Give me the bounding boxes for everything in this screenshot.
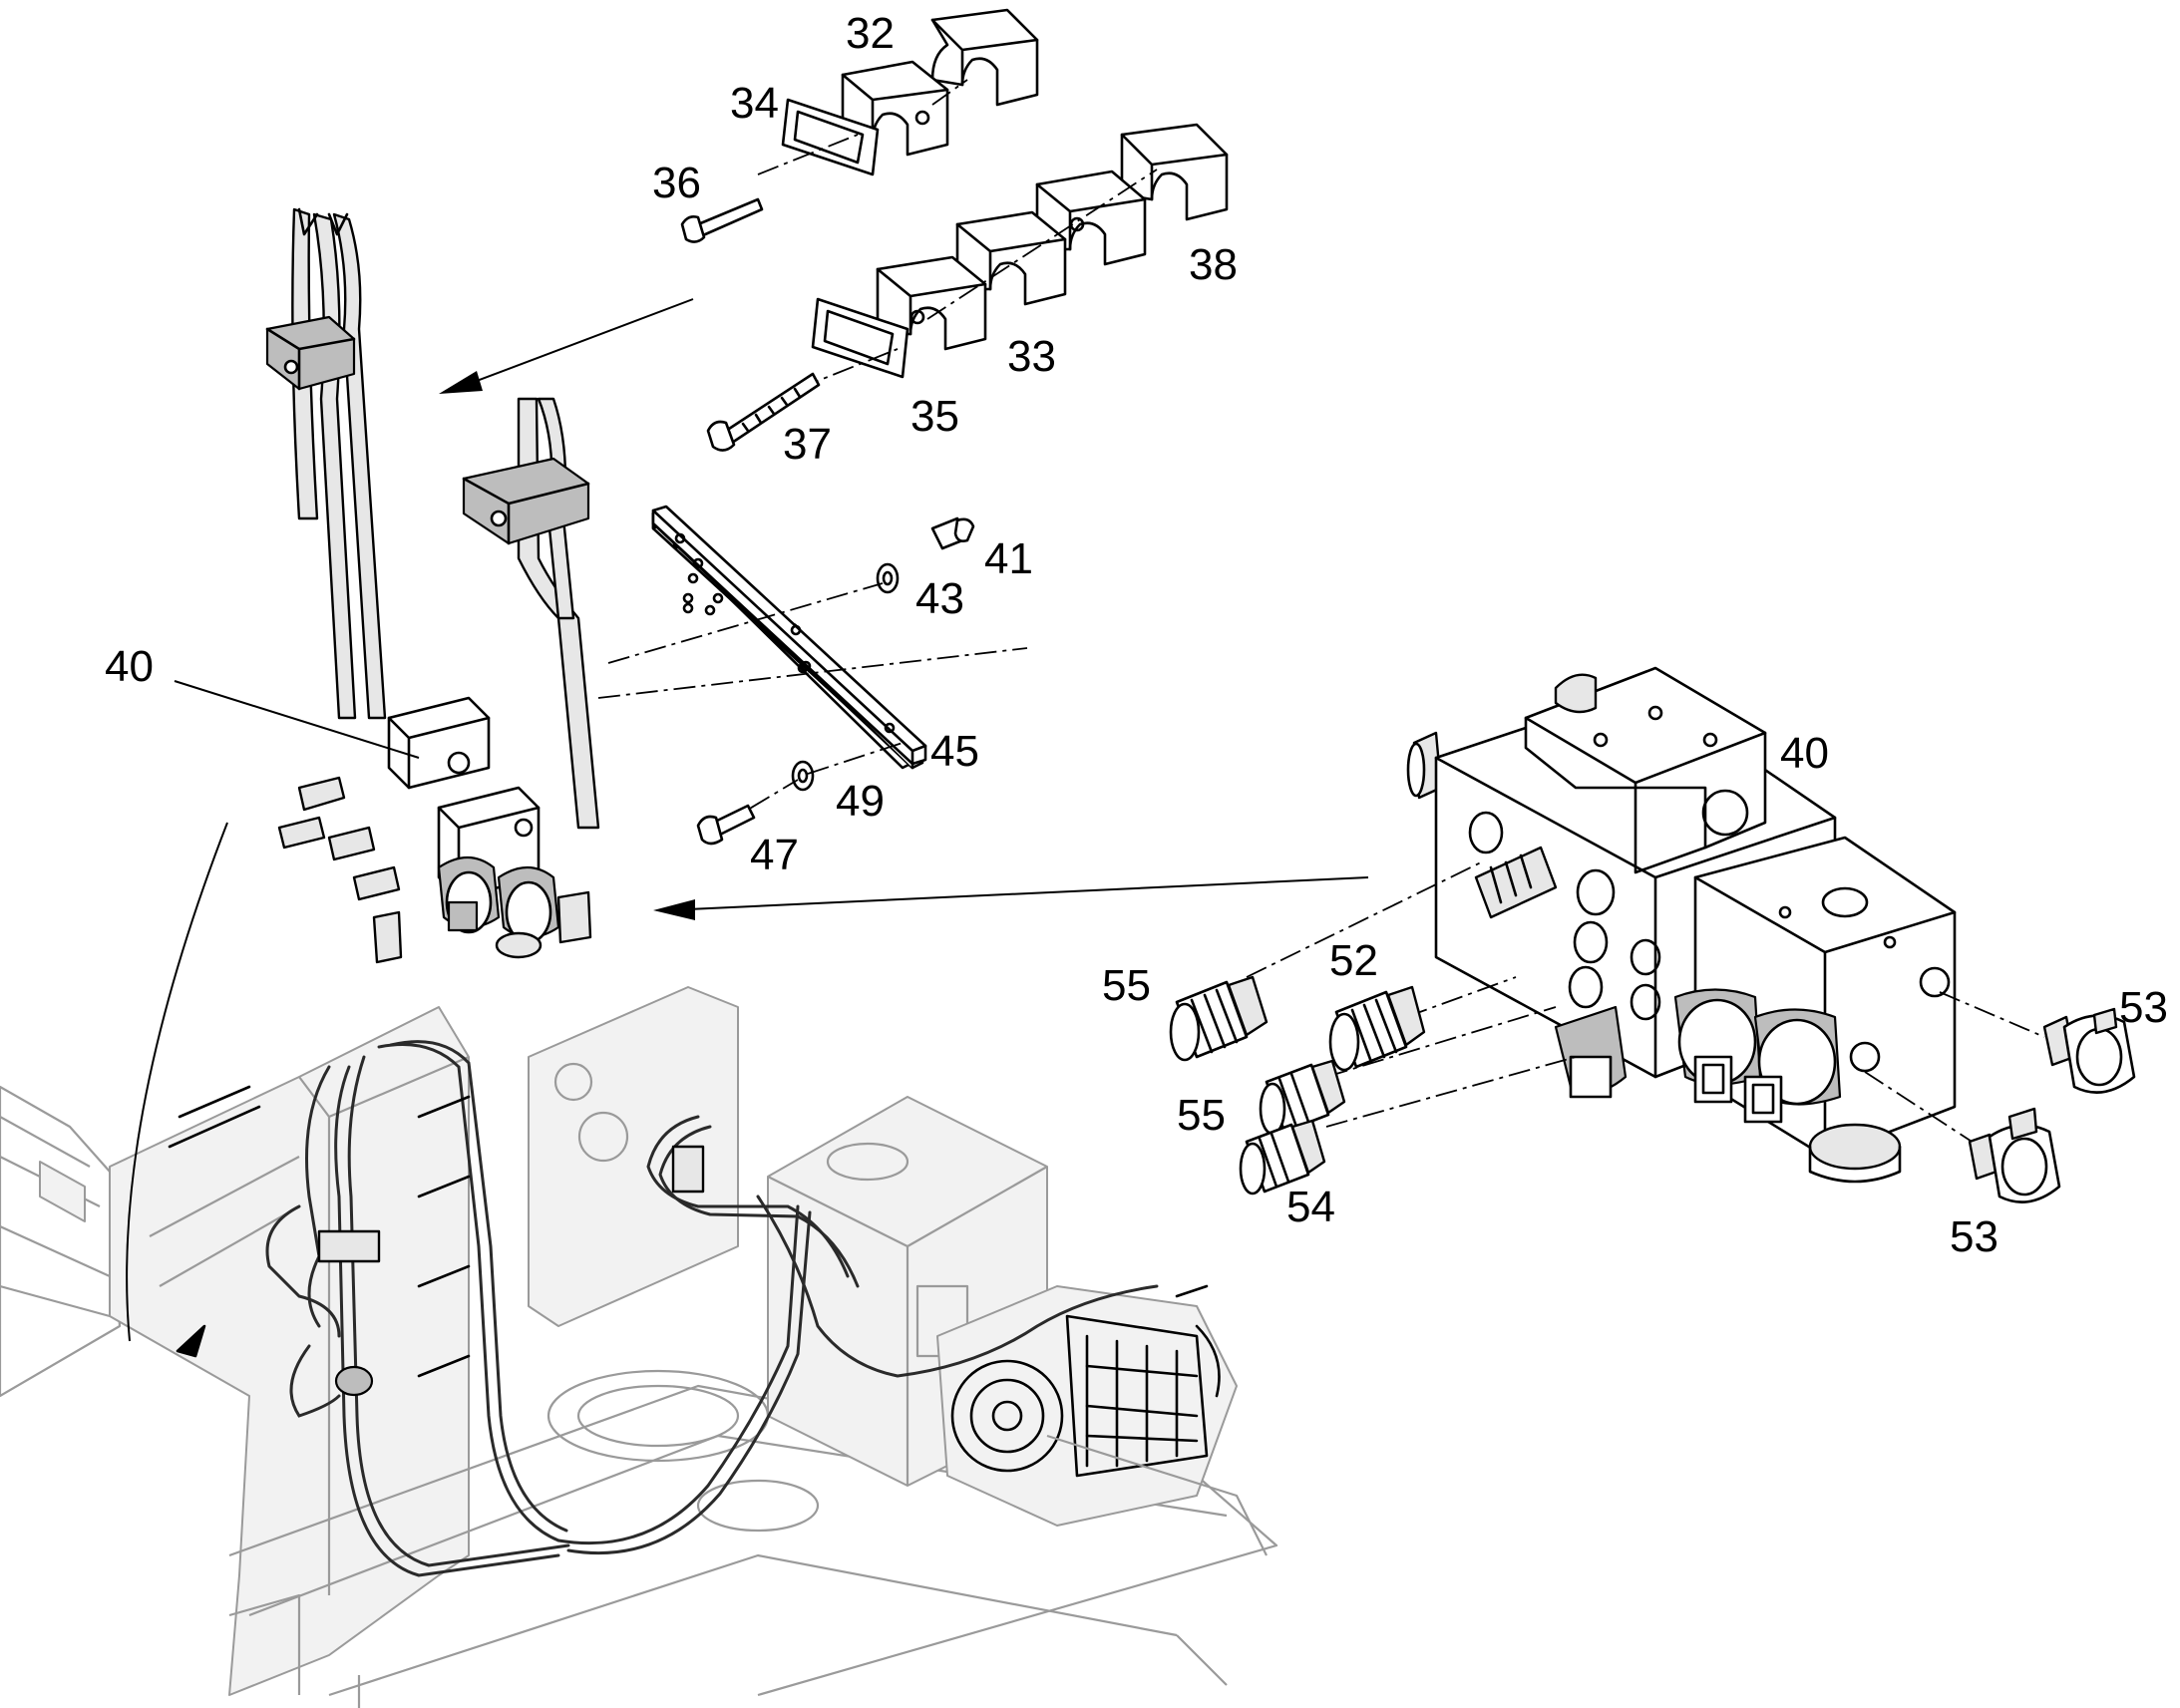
label-52: 52: [1329, 936, 1378, 985]
clamp-location-arrow: [468, 298, 694, 385]
label-38: 38: [1189, 240, 1238, 289]
label-37: 37: [783, 420, 832, 469]
location-arrow-curve: [126, 822, 228, 1342]
label-40-left: 40: [105, 642, 154, 691]
label-55-bottom: 55: [1177, 1091, 1226, 1140]
label-40-right: 40: [1780, 729, 1829, 778]
label-34: 34: [730, 79, 779, 128]
hose-clamp-upper: [680, 8, 1039, 243]
label-43: 43: [915, 574, 964, 623]
label-41: 41: [984, 534, 1033, 583]
plate-45-edge: [651, 509, 927, 766]
leader-40-left: [174, 680, 420, 759]
label-47: 47: [750, 831, 799, 879]
valve-block-exploded: [1406, 666, 1957, 1184]
location-arrowhead: [176, 1324, 206, 1358]
valve-location-arrow: [687, 876, 1369, 910]
plate-hole: [692, 557, 704, 569]
port-fittings: [1169, 861, 2136, 1203]
plate-hole: [884, 722, 896, 734]
valve-assembly-installed: [265, 207, 600, 964]
label-55-top: 55: [1102, 961, 1151, 1010]
clamp-location-arrowhead: [439, 371, 483, 394]
plate-fasteners: [597, 516, 1028, 846]
label-54: 54: [1286, 1183, 1335, 1231]
engine-assembly: [936, 1284, 1238, 1527]
plate-hole: [790, 624, 802, 636]
label-49: 49: [836, 777, 885, 826]
hose-clamp-lower: [706, 123, 1229, 452]
label-53-top: 53: [2119, 983, 2168, 1032]
label-32: 32: [846, 9, 895, 58]
label-35: 35: [910, 392, 959, 441]
plate-hole: [704, 604, 716, 616]
plate-hole: [674, 532, 686, 544]
plate-hole: [682, 592, 694, 604]
label-33: 33: [1007, 332, 1056, 381]
part-labels: 32 34 36 38 33 35 37 41 43 45 49 47 40 4…: [105, 9, 2168, 1261]
label-36: 36: [652, 159, 701, 207]
plate-hole: [800, 660, 812, 672]
label-45: 45: [930, 727, 979, 776]
valve-location-arrowhead: [653, 899, 695, 920]
label-53-bottom: 53: [1950, 1212, 1998, 1261]
hose-harness: [168, 1040, 1159, 1577]
